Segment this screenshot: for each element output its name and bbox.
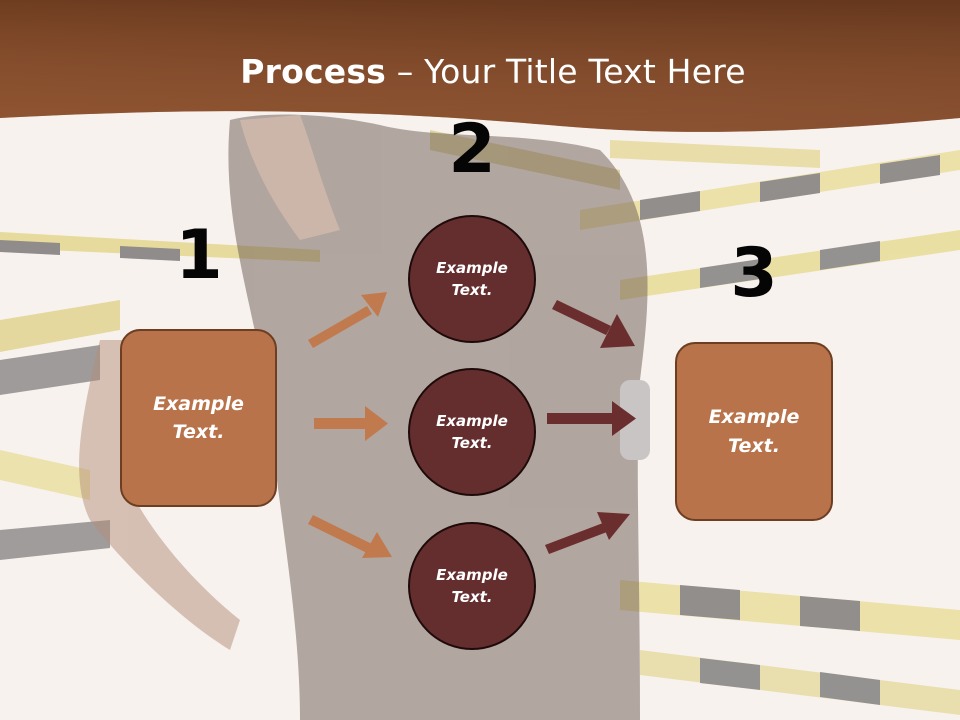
arrow-bottom-to-right bbox=[545, 512, 630, 554]
step-2-circle-bottom: Example Text. bbox=[408, 522, 536, 650]
title-bold: Process bbox=[240, 52, 387, 91]
step-number-2: 2 bbox=[448, 110, 496, 189]
header-banner bbox=[0, 0, 960, 132]
arrow-top-to-right bbox=[552, 300, 635, 348]
step-3-box: Example Text. bbox=[675, 342, 833, 521]
arrow-left-to-middle bbox=[314, 406, 388, 441]
arrow-left-to-top bbox=[308, 292, 387, 348]
step-number-3: 3 bbox=[730, 234, 778, 313]
step-1-box: Example Text. bbox=[120, 329, 277, 507]
step-number-1: 1 bbox=[175, 216, 223, 295]
arrow-middle-to-right bbox=[547, 401, 636, 436]
page-title: Process – Your Title Text Here bbox=[0, 52, 960, 91]
step-2-circle-middle: Example Text. bbox=[408, 368, 536, 496]
arrow-left-to-bottom bbox=[308, 515, 392, 558]
title-rest: – Your Title Text Here bbox=[386, 52, 746, 91]
step-2-circle-top: Example Text. bbox=[408, 215, 536, 343]
